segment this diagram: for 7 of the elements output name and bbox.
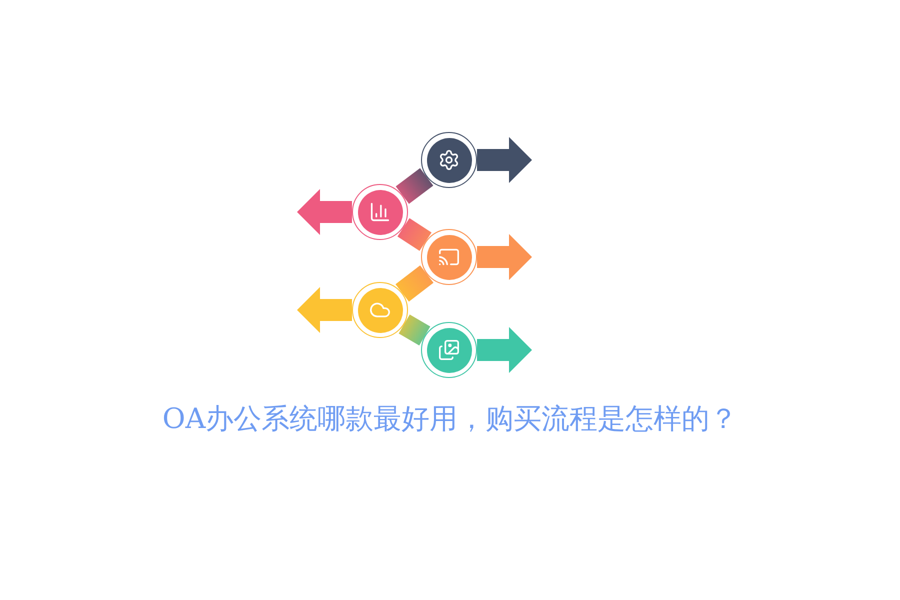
block-arrow	[297, 287, 352, 333]
connector-band	[398, 314, 430, 346]
block-arrow	[297, 189, 352, 235]
block-arrow	[477, 234, 532, 280]
title-text: OA办公系统哪款最好用，购买流程是怎样的？	[162, 401, 738, 437]
block-arrow	[477, 137, 532, 183]
block-arrow	[477, 327, 532, 373]
